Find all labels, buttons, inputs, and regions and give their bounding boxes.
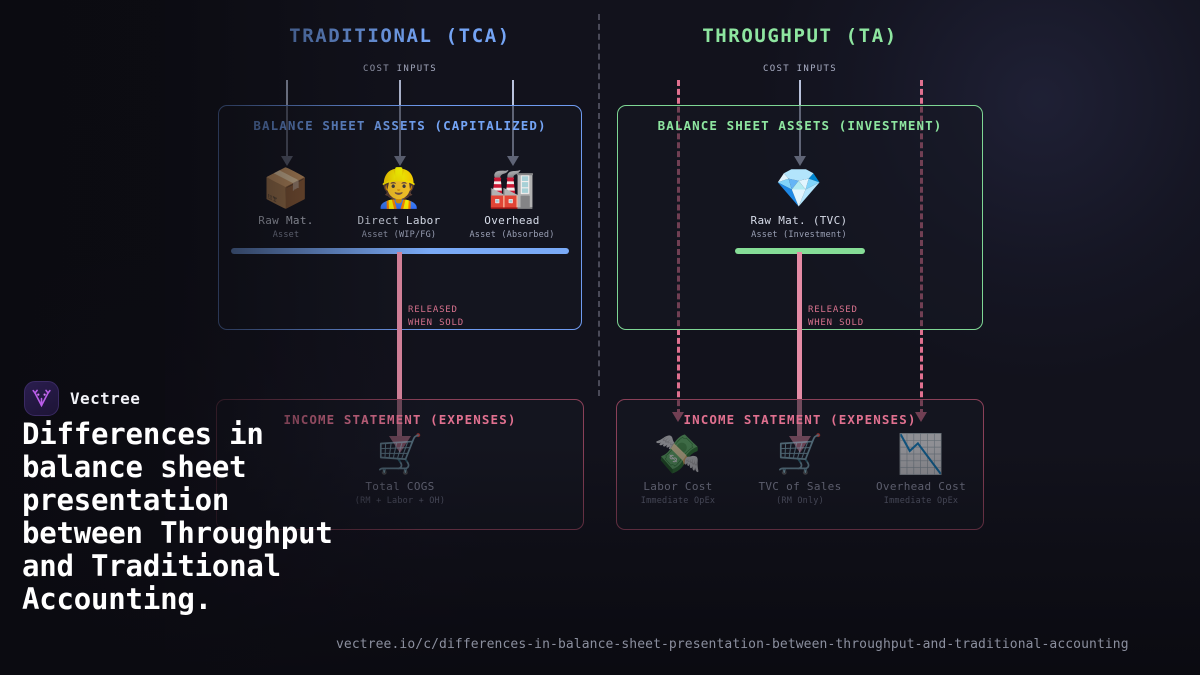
node-sublabel: Asset (272, 230, 300, 240)
money-with-wings-icon: 💸 (654, 432, 702, 476)
footer-url: vectree.io/c/differences-in-balance-shee… (336, 637, 1129, 652)
released-when-sold-label-throughput: RELEASED WHEN SOLD (808, 305, 864, 328)
node-raw-material-tvc: 💎 Raw Mat. (TVC) Asset (Investment) (734, 166, 864, 240)
node-tvc-of-sales: 🛒 TVC of Sales (RM Only) (735, 432, 865, 506)
column-title-traditional: TRADITIONAL (TCA) (289, 25, 511, 47)
construction-worker-icon: 👷 (375, 166, 423, 210)
node-sublabel: Asset (WIP/FG) (361, 230, 437, 240)
cost-inputs-label-traditional: COST INPUTS (363, 64, 437, 74)
page-title: Differences in balance sheet presentatio… (22, 417, 333, 616)
column-title-throughput: THROUGHPUT (TA) (702, 25, 898, 47)
node-overhead-cost: 📉 Overhead Cost Immediate OpEx (856, 432, 986, 506)
node-label: Raw Mat. (258, 214, 314, 227)
factory-icon: 🏭 (488, 166, 536, 210)
node-label: Direct Labor (357, 214, 441, 227)
brand: Vectree (24, 381, 140, 416)
node-direct-labor: 👷 Direct Labor Asset (WIP/FG) (334, 166, 464, 240)
node-sublabel: Immediate OpEx (640, 496, 716, 506)
node-label: Labor Cost (643, 480, 713, 493)
node-sublabel: (RM Only) (776, 496, 824, 506)
node-total-cogs: 🛒 Total COGS (RM + Labor + OH) (335, 432, 465, 506)
released-when-sold-label-traditional: RELEASED WHEN SOLD (408, 305, 464, 328)
released-flow-line-throughput (797, 252, 802, 446)
package-box-icon: 📦 (262, 166, 310, 210)
shopping-cart-icon: 🛒 (376, 432, 424, 476)
node-label: Overhead (484, 214, 540, 227)
node-labor-cost: 💸 Labor Cost Immediate OpEx (613, 432, 743, 506)
chart-decreasing-icon: 📉 (897, 432, 945, 476)
node-label: Overhead Cost (876, 480, 966, 493)
vectree-v-logo-icon (24, 381, 59, 416)
cost-inputs-label-throughput: COST INPUTS (763, 64, 837, 74)
panel-heading-balance-sheet-throughput: BALANCE SHEET ASSETS (INVESTMENT) (657, 118, 943, 133)
brand-name: Vectree (70, 389, 141, 408)
shopping-cart-icon: 🛒 (776, 432, 824, 476)
column-divider (598, 14, 600, 396)
panel-heading-income-statement-throughput: INCOME STATEMENT (EXPENSES) (683, 412, 917, 427)
node-sublabel: Immediate OpEx (883, 496, 959, 506)
node-sublabel: Asset (Investment) (751, 230, 847, 240)
asset-underline-bar-throughput (735, 248, 865, 254)
node-label: TVC of Sales (758, 480, 842, 493)
node-sublabel: (RM + Labor + OH) (354, 496, 446, 506)
node-label: Raw Mat. (TVC) (750, 214, 848, 227)
panel-heading-balance-sheet-traditional: BALANCE SHEET ASSETS (CAPITALIZED) (253, 118, 547, 133)
node-raw-material: 📦 Raw Mat. Asset (221, 166, 351, 240)
node-sublabel: Asset (Absorbed) (469, 230, 555, 240)
node-overhead: 🏭 Overhead Asset (Absorbed) (447, 166, 577, 240)
gem-diamond-icon: 💎 (775, 166, 823, 210)
node-label: Total COGS (365, 480, 435, 493)
